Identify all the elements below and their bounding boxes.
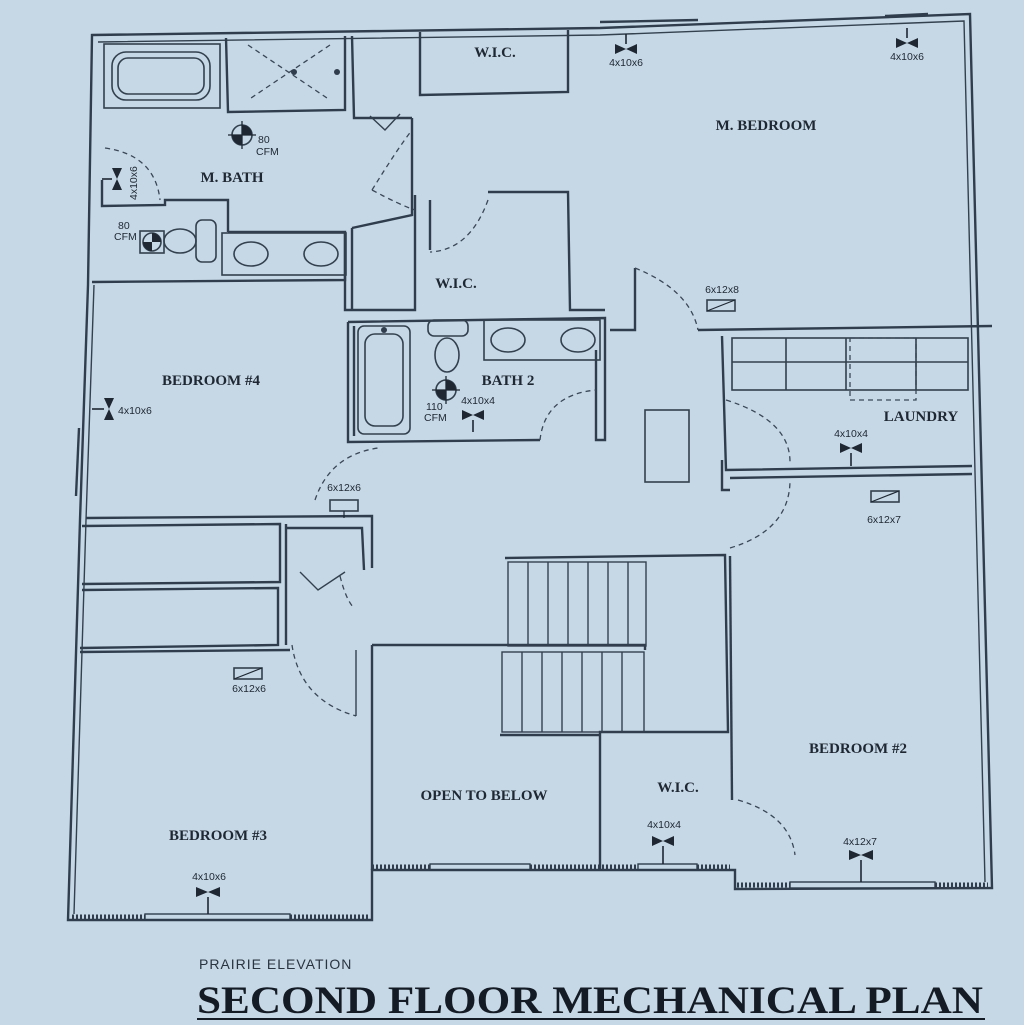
toilet-master — [163, 219, 217, 263]
vent-label-bedroom2-lower: 4x12x7 — [843, 836, 877, 848]
vent-icon — [870, 490, 900, 503]
vent-icon — [233, 667, 263, 680]
fan-label-cfm-value: 80 — [118, 220, 130, 232]
room-label-laundry: LAUNDRY — [884, 409, 959, 425]
laundry-counter — [731, 337, 969, 401]
vent-icon — [196, 887, 220, 914]
fan-icon — [139, 230, 165, 254]
fan-label-cfm-unit: CFM — [114, 231, 137, 243]
vent-label-mbed-2: 4x10x6 — [890, 51, 924, 63]
vent-icon — [652, 836, 674, 864]
room-label-bath2: BATH 2 — [482, 373, 535, 389]
vent-icon — [896, 28, 918, 48]
window-segments — [144, 863, 936, 921]
room-label-bedroom4: BEDROOM #4 — [162, 373, 260, 389]
vent-label-mbed-1: 4x10x6 — [609, 57, 643, 69]
room-label-master-bedroom: M. BEDROOM — [716, 118, 817, 134]
room-label-wic-bottom: W.I.C. — [657, 780, 699, 796]
vent-icon — [102, 168, 122, 190]
vent-label-bedroom4: 4x10x6 — [118, 405, 152, 417]
room-label-wic-top: W.I.C. — [474, 45, 516, 61]
vent-icon — [462, 410, 484, 432]
vent-label-bath2: 4x10x4 — [461, 395, 495, 407]
vent-icon — [92, 398, 114, 420]
supply-vents: 4x10x6 4x10x6 4x10x6 6x12x8 4x10x6 4x10x… — [92, 28, 924, 914]
vent-icon — [706, 299, 736, 312]
vent-label-bedroom2-upper: 6x12x7 — [867, 514, 901, 526]
vent-label-bedroom3-lower: 4x10x6 — [192, 871, 226, 883]
vent-label-bedroom3-upper: 6x12x6 — [232, 683, 266, 695]
vent-icon — [849, 850, 873, 882]
door-swings — [104, 129, 796, 856]
plan-title: SECOND FLOOR MECHANICAL PLAN — [197, 979, 983, 1022]
exterior-walls — [66, 12, 994, 922]
fan-label-cfm-unit: CFM — [424, 412, 447, 424]
room-label-wic-mid: W.I.C. — [435, 276, 477, 292]
vent-label-hall-mid: 6x12x6 — [327, 482, 361, 494]
interior-walls — [79, 30, 993, 870]
room-label-bedroom2: BEDROOM #2 — [809, 741, 907, 757]
vanity-bath2 — [483, 319, 601, 361]
bathtub-master — [103, 43, 221, 109]
vanity-master — [221, 232, 347, 276]
room-labels: W.I.C. M. BEDROOM M. BATH W.I.C. BEDROOM… — [162, 45, 958, 844]
room-label-bedroom3: BEDROOM #3 — [169, 828, 267, 844]
toilet-bath2 — [427, 319, 469, 373]
fan-label-cfm-value: 110 — [426, 401, 443, 413]
fan-label-cfm-unit: CFM — [256, 146, 279, 158]
room-label-open-to-below: OPEN TO BELOW — [421, 788, 548, 804]
vent-icon — [329, 499, 359, 512]
shower-master — [247, 44, 340, 101]
vent-icon — [840, 443, 862, 466]
elevation-label: PRAIRIE ELEVATION — [199, 956, 352, 972]
vent-label-laundry: 4x10x4 — [834, 428, 868, 440]
exhaust-fans: 80 CFM 80 CFM 110 CFM — [114, 121, 460, 424]
vent-label-hall-upper: 6x12x8 — [705, 284, 739, 296]
closet-doors — [299, 113, 401, 591]
room-label-master-bath: M. BATH — [200, 170, 263, 186]
bathtub-bath2 — [357, 325, 411, 435]
hatched-walls — [72, 864, 988, 920]
fan-icon — [228, 121, 256, 149]
fan-icon — [432, 376, 460, 404]
fan-label-cfm-value: 80 — [258, 134, 270, 146]
vent-icon — [615, 34, 637, 54]
vent-label-wic-bottom: 4x10x4 — [647, 819, 681, 831]
stairs — [501, 561, 647, 733]
vent-label-mbath: 4x10x6 — [128, 166, 140, 200]
attic-hatch — [644, 409, 690, 483]
